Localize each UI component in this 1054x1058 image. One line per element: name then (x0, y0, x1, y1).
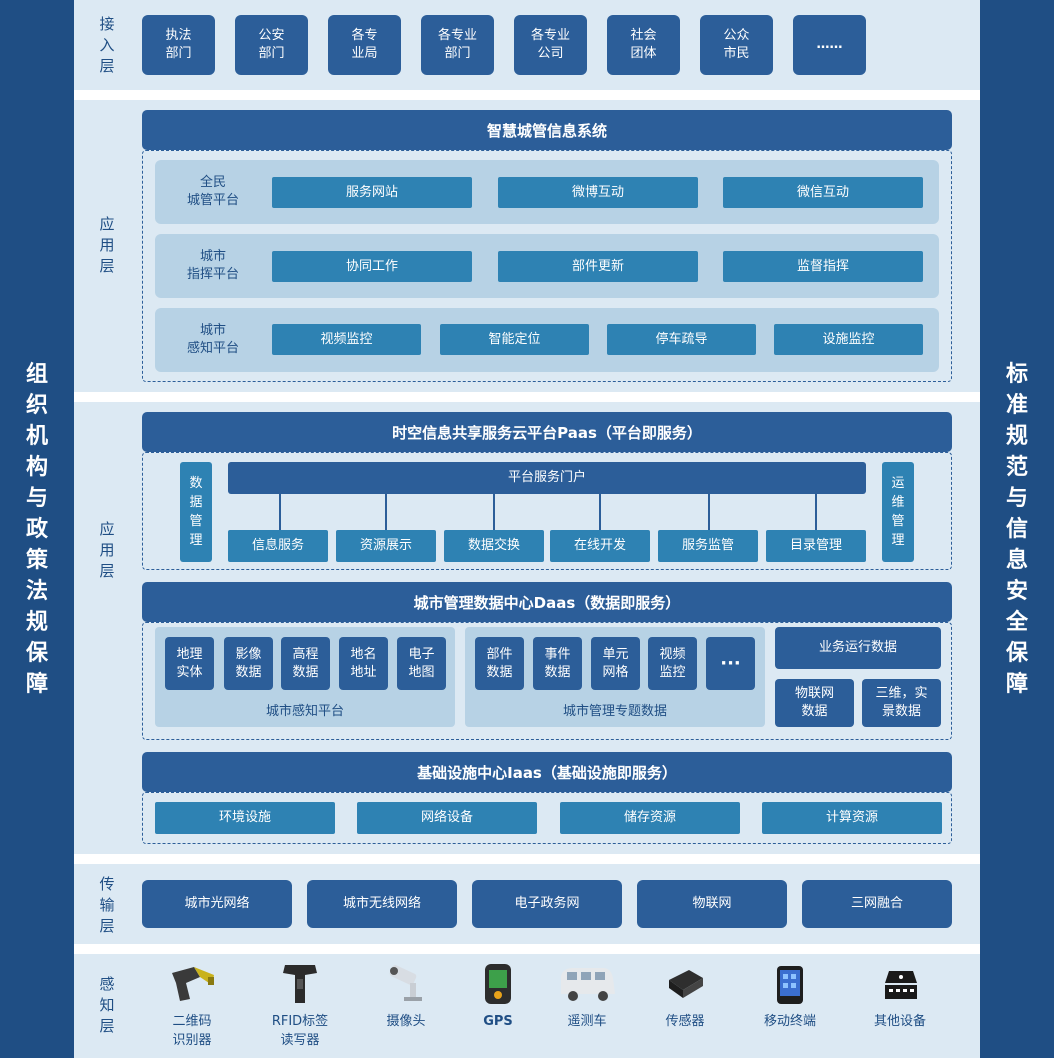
right-guarantee-text: 标准规范与信息安全保障 (1005, 361, 1028, 697)
sensor-icon (660, 962, 710, 1006)
group-caption: 城市感知平台 (265, 704, 344, 719)
device-label: 遥测车 (567, 1014, 607, 1029)
app-item: 微信互动 (723, 177, 923, 208)
device-label: 其他设备 (873, 1014, 926, 1029)
paas-title: 时空信息共享服务云平台Paas（平台即服务） (142, 412, 952, 452)
row-label: 城市 感知平台 (186, 323, 239, 356)
transport-item: 城市光网络 (142, 880, 292, 928)
data-item: 影像 数据 (224, 637, 273, 690)
iaas-title: 基础设施中心Iaas（基础设施即服务） (142, 752, 952, 792)
paas-service: 信息服务 (228, 530, 328, 562)
app-item: 协同工作 (272, 251, 472, 282)
data-item: 事件 数据 (533, 637, 582, 690)
app-item: 微博互动 (498, 177, 698, 208)
device-label: 传感器 (665, 1014, 705, 1029)
transport-item: 城市无线网络 (307, 880, 457, 928)
group-caption: 城市管理专题数据 (562, 704, 667, 719)
access-layer-label: 接入层 (99, 14, 115, 75)
access-item: 各专业 公司 (514, 15, 587, 75)
iot-data-box: 物联网 数据 (775, 679, 854, 727)
portal-bar: 平台服务门户 (228, 462, 866, 494)
rfid-reader-icon (270, 960, 330, 1006)
barcode-scanner-icon (162, 960, 222, 1006)
daas-frame (142, 622, 952, 740)
app-item: 部件更新 (498, 251, 698, 282)
platform-layer-label: 应用层 (99, 519, 115, 580)
data-item: 地理 实体 (165, 637, 214, 690)
data-item: 单元 网格 (591, 637, 640, 690)
paas-service: 服务监管 (658, 530, 758, 562)
iaas-item: 计算资源 (762, 802, 942, 834)
app-item: 设施监控 (774, 324, 923, 355)
sensing-layer-label: 感知层 (99, 974, 115, 1035)
daas-title: 城市管理数据中心Daas（数据即服务） (142, 582, 952, 622)
app-item: 服务网站 (272, 177, 472, 208)
left-guarantee-text: 组织机构与政策法规保障 (25, 361, 48, 697)
device-label: RFID标签 读写器 (271, 1014, 329, 1048)
connector-line (708, 494, 710, 530)
transport-item: 电子政务网 (472, 880, 622, 928)
app-item: 智能定位 (440, 324, 589, 355)
business-data-box: 业务运行数据 (775, 627, 941, 669)
paas-service: 在线开发 (550, 530, 650, 562)
iaas-item: 环境设施 (155, 802, 335, 834)
app-system-title: 智慧城管信息系统 (142, 110, 952, 150)
paas-frame (142, 452, 952, 570)
app-item: 停车疏导 (607, 324, 756, 355)
right-guarantee-bar: 标准规范与信息安全保障 (980, 0, 1054, 1058)
gps-icon (478, 960, 518, 1008)
iaas-frame (142, 792, 952, 844)
device-label: GPS (483, 1014, 513, 1029)
row-label: 城市 指挥平台 (186, 249, 239, 282)
access-item: 社会 团体 (607, 15, 680, 75)
access-item: 公众 市民 (700, 15, 773, 75)
transport-layer-label: 传输层 (99, 874, 115, 935)
connector-line (599, 494, 601, 530)
access-item: 执法 部门 (142, 15, 215, 75)
iaas-item: 网络设备 (357, 802, 537, 834)
ops-management-box: 运维管理 (882, 462, 914, 562)
data-item: 部件 数据 (475, 637, 524, 690)
transport-item: 三网融合 (802, 880, 952, 928)
realscene-data-box: 三维，实 景数据 (862, 679, 941, 727)
data-management-box: 数据管理 (180, 462, 212, 562)
access-item: 各专业 部门 (421, 15, 494, 75)
row-label: 全民 城管平台 (186, 175, 239, 208)
access-item: 公安 部门 (235, 15, 308, 75)
access-item-more: …… (793, 15, 866, 75)
connector-line (493, 494, 495, 530)
access-item: 各专 业局 (328, 15, 401, 75)
camera-icon (378, 960, 434, 1006)
app-item: 视频监控 (272, 324, 421, 355)
data-item: 视频 监控 (648, 637, 697, 690)
paas-service: 数据交换 (444, 530, 544, 562)
connector-line (385, 494, 387, 530)
survey-car-icon (556, 962, 618, 1006)
data-item-more: ··· (706, 637, 755, 690)
app-layer-label: 应用层 (99, 214, 115, 275)
device-label: 摄像头 (386, 1014, 426, 1029)
mobile-terminal-icon (770, 962, 810, 1008)
data-item: 地名 地址 (339, 637, 388, 690)
app-system-frame (142, 150, 952, 382)
connector-line (815, 494, 817, 530)
data-item: 高程 数据 (281, 637, 330, 690)
paas-service: 资源展示 (336, 530, 436, 562)
sensing-layer-band (74, 954, 980, 1058)
paas-service: 目录管理 (766, 530, 866, 562)
transport-item: 物联网 (637, 880, 787, 928)
iaas-item: 储存资源 (560, 802, 740, 834)
other-device-icon (876, 964, 926, 1006)
connector-line (279, 494, 281, 530)
left-guarantee-bar: 组织机构与政策法规保障 (0, 0, 74, 1058)
app-item: 监督指挥 (723, 251, 923, 282)
device-label: 二维码 识别器 (172, 1014, 212, 1048)
data-item: 电子 地图 (397, 637, 446, 690)
device-label: 移动终端 (763, 1014, 816, 1029)
